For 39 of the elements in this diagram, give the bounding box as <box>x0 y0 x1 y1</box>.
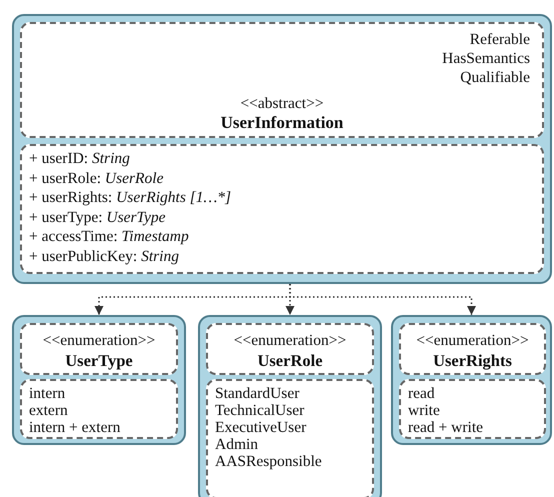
enum-value: intern <box>29 384 66 403</box>
class-header-box <box>20 22 544 138</box>
attribute-text: + userRights: UserRights [1…*] <box>29 188 232 207</box>
class-header-box <box>206 323 374 375</box>
enum-value: AASResponsible <box>215 452 322 471</box>
attribute-text: + accessTime: Timestamp <box>29 227 189 246</box>
class-box <box>198 315 382 497</box>
stereotype-label: <<enumeration>> <box>415 331 530 350</box>
enum-value: intern + extern <box>29 418 120 437</box>
class-header-box <box>399 323 546 375</box>
class-name: UserRole <box>256 351 324 370</box>
class-box <box>12 315 186 445</box>
enum-value: read + write <box>408 418 484 437</box>
enum-value: TechnicalUser <box>215 401 304 420</box>
class-name: UserRights <box>432 351 513 370</box>
class-name: UserType <box>64 351 134 370</box>
enum-value: StandardUser <box>215 384 300 403</box>
enum-value: read <box>408 384 435 403</box>
attribute-text: + userID: String <box>29 149 130 168</box>
dependency-arrow <box>289 284 476 315</box>
compartment-box <box>399 379 546 439</box>
attribute-text: + userRole: UserRole <box>29 168 164 188</box>
compartment-box <box>20 379 178 439</box>
class-box <box>12 14 552 284</box>
enum-value: ExecutiveUser <box>215 418 306 437</box>
stereotype-label: <<abstract>> <box>239 94 325 113</box>
class-name: UserInformation <box>220 113 344 132</box>
stereotype-label: <<enumeration>> <box>232 331 348 350</box>
enum-value: Admin <box>215 435 258 454</box>
compartment-box <box>20 144 544 274</box>
attribute-text: + userPublicKey: String <box>29 246 179 266</box>
compartment-box <box>206 379 374 497</box>
class-box <box>391 315 552 445</box>
stereotype-label: <<enumeration>> <box>42 331 156 350</box>
enum-value: write <box>408 401 440 420</box>
attribute-text: + userType: UserType <box>29 208 166 226</box>
interface-list: Referable HasSemantics Qualifiable <box>400 30 530 87</box>
class-header-box <box>20 323 178 375</box>
enum-value: extern <box>29 401 68 420</box>
